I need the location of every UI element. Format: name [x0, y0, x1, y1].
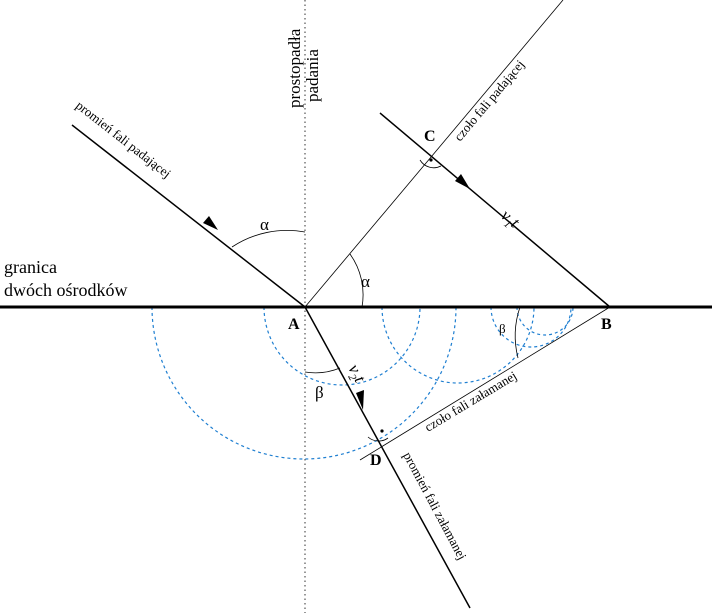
- point-a-label: A: [288, 316, 300, 333]
- right-angle-c-dot: [429, 158, 433, 162]
- ray-c-to-b-arrowhead: [455, 174, 470, 189]
- point-b-label: B: [601, 316, 612, 333]
- right-angle-c: [419, 159, 442, 169]
- refracted-ray-line: [304, 306, 471, 609]
- point-d-label: D: [370, 452, 382, 469]
- beta-symbol-right: β: [499, 321, 506, 336]
- beta-symbol-left: β: [315, 383, 324, 402]
- ray-c-to-b: [379, 112, 611, 308]
- refracted-ray-arrowhead: [356, 390, 364, 410]
- v2t-label: v2t: [342, 361, 370, 388]
- wavelet-arc-small-2: [490, 306, 572, 348]
- svg-text:czoło fali padającej: czoło fali padającej: [451, 57, 527, 144]
- incident-ray-arrowhead: [203, 216, 218, 230]
- boundary-label-line1: granica: [4, 257, 57, 277]
- incident-ray-label: promień fali padającej: [73, 98, 174, 181]
- wavelet-arc-large: [151, 306, 457, 460]
- boundary-label-line2: dwóch ośrodków: [4, 280, 128, 300]
- beta-arc-refracted: [304, 367, 341, 374]
- wavelet-arc-medium: [263, 306, 421, 386]
- alpha-arc-wavefront: [349, 253, 364, 308]
- right-angle-d: [367, 436, 389, 442]
- boundary-label: granica dwóch ośrodków: [4, 257, 128, 300]
- point-c-label: C: [424, 128, 436, 145]
- right-angle-d-dot: [380, 429, 384, 433]
- incident-wavefront-label: czoło fali padającej: [451, 57, 527, 144]
- refracted-wavefront-label: czoło fali załamanej: [422, 368, 519, 435]
- v2t-sub: 2: [345, 372, 358, 383]
- incident-ray-line: [71, 124, 306, 308]
- normal-label-line1: prostopadła: [285, 28, 304, 108]
- normal-line-label: prostopadła padania: [285, 24, 322, 108]
- alpha-symbol-top: α: [260, 215, 269, 234]
- v1t-sub: 1: [501, 218, 513, 231]
- huygens-wavelets: [151, 306, 574, 460]
- wavelet-arc-small-3: [516, 306, 574, 336]
- alpha-arc-incident: [231, 230, 306, 248]
- svg-text:prostopadła padania: prostopadła padania: [285, 24, 322, 108]
- svg-text:czoło fali załamanej: czoło fali załamanej: [422, 368, 519, 435]
- svg-text:promień fali padającej: promień fali padającej: [73, 98, 174, 181]
- alpha-symbol-bottom: α: [361, 272, 370, 291]
- normal-label-line2: padania: [303, 49, 322, 102]
- beta-arc-wavefront: [514, 306, 521, 359]
- refracted-wavefront-line: [359, 306, 611, 461]
- incident-wavefront-line: [304, 0, 564, 308]
- svg-text:v2t: v2t: [342, 361, 370, 388]
